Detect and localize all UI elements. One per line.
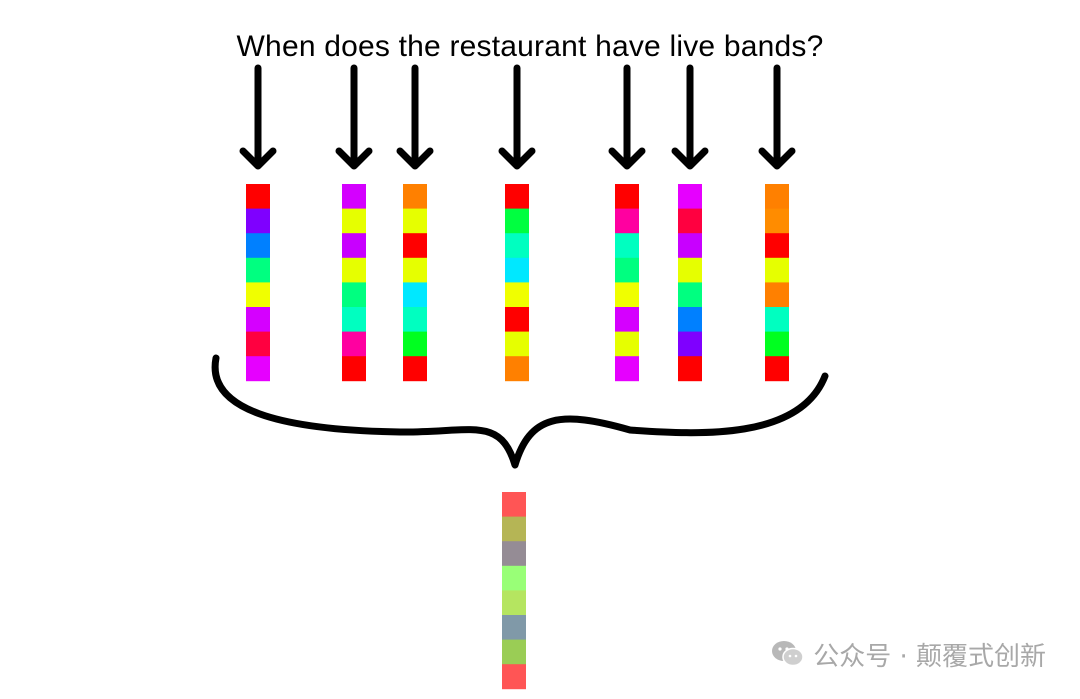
question-title: When does the restaurant have live bands… — [236, 30, 824, 63]
embedding-cell — [765, 356, 789, 382]
embedding-cell — [678, 331, 702, 357]
embedding-cell — [505, 356, 529, 382]
embedding-cell — [678, 307, 702, 332]
embedding-cell — [403, 356, 427, 382]
pooled-embedding-cell — [502, 615, 526, 640]
embedding-cell — [505, 257, 529, 283]
embedding-cell — [342, 282, 366, 308]
embedding-cell — [765, 208, 789, 234]
embedding-cell — [246, 282, 270, 308]
embedding-cell — [615, 257, 639, 283]
pooled-embedding-cell — [502, 541, 526, 567]
arrow-head — [758, 147, 796, 170]
embedding-cell — [615, 307, 639, 332]
embedding-cell — [615, 233, 639, 259]
arrow-head — [498, 147, 536, 170]
embedding-cell — [246, 307, 270, 332]
arrow-head — [239, 147, 277, 170]
embedding-cell — [403, 257, 427, 283]
embedding-cell — [678, 233, 702, 259]
embedding-cell — [505, 233, 529, 259]
embedding-cell — [615, 331, 639, 357]
arrow-head — [396, 147, 434, 170]
embedding-cell — [403, 282, 427, 308]
token-embedding-column — [505, 184, 529, 382]
embedding-cell — [505, 184, 529, 209]
embedding-cell — [403, 184, 427, 209]
embedding-cell — [615, 184, 639, 209]
pooled-embedding-cell — [502, 565, 526, 591]
embedding-cell — [615, 356, 639, 382]
embedding-cell — [765, 282, 789, 308]
embedding-cell — [246, 331, 270, 357]
embedding-cell — [765, 307, 789, 332]
embedding-cell — [403, 331, 427, 357]
embedding-cell — [403, 307, 427, 332]
token-embedding-column — [246, 184, 270, 382]
token-embedding-column — [403, 184, 427, 382]
token-embedding-column — [342, 184, 366, 382]
embedding-cell — [403, 208, 427, 234]
embedding-cell — [342, 257, 366, 283]
embedding-cell — [615, 208, 639, 234]
embedding-cell — [246, 233, 270, 259]
arrows — [239, 64, 796, 170]
embedding-cell — [505, 208, 529, 234]
embedding-cell — [342, 208, 366, 234]
embedding-cell — [678, 208, 702, 234]
embedding-cell — [246, 257, 270, 283]
token-embedding-column — [615, 184, 639, 382]
embedding-cell — [678, 184, 702, 209]
embedding-cell — [403, 233, 427, 259]
embedding-cell — [765, 257, 789, 283]
embedding-cell — [765, 233, 789, 259]
pooled-embedding-column — [502, 492, 526, 690]
embedding-cell — [246, 184, 270, 209]
pooled-embedding-cell — [502, 590, 526, 616]
embedding-cell — [342, 356, 366, 382]
embedding-cell — [342, 331, 366, 357]
embedding-cell — [246, 208, 270, 234]
pooled-embedding-cell — [502, 492, 526, 517]
embedding-cell — [505, 307, 529, 332]
wechat-icon — [772, 641, 804, 667]
arrow-head — [671, 147, 709, 170]
embedding-cell — [505, 282, 529, 308]
watermark: 公众号 · 颠覆式创新 — [771, 637, 1046, 672]
arrow-head — [608, 147, 646, 170]
embedding-cell — [505, 331, 529, 357]
pooled-embedding-cell — [502, 516, 526, 542]
pooled-embedding-cell — [502, 664, 526, 690]
embedding-cell — [678, 282, 702, 308]
embedding-cell — [765, 331, 789, 357]
arrow-head — [335, 147, 373, 170]
token-embedding-column — [678, 184, 702, 382]
watermark-text: 公众号 · 颠覆式创新 — [813, 641, 1046, 672]
embedding-cell — [615, 282, 639, 308]
pooled-embedding-cell — [502, 639, 526, 665]
embedding-cell — [678, 356, 702, 382]
token-embedding-columns — [246, 184, 789, 382]
embedding-cell — [765, 184, 789, 209]
embedding-cell — [342, 307, 366, 332]
embedding-cell — [342, 184, 366, 209]
curly-brace — [211, 354, 829, 469]
embedding-cell — [342, 233, 366, 259]
token-embedding-column — [765, 184, 789, 382]
embedding-cell — [678, 257, 702, 283]
embedding-cell — [246, 356, 270, 382]
